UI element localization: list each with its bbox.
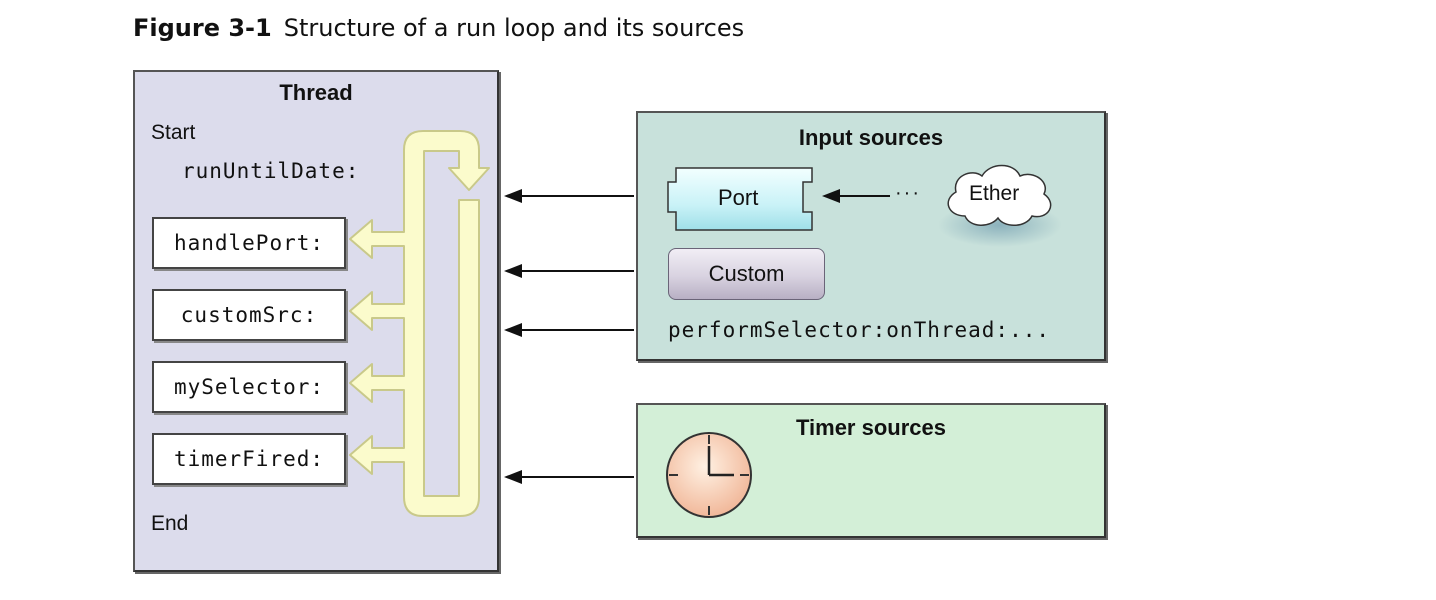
figure-number: Figure 3-1 [133,14,272,42]
figure-title: Structure of a run loop and its sources [283,14,745,42]
run-loop-arrow [349,130,490,517]
handler-handle-port: handlePort: [152,217,346,269]
figure-caption: Figure 3-1 Structure of a run loop and it… [133,14,744,42]
custom-source: Custom [668,248,825,300]
clock-icon [666,432,752,518]
arrowhead-timer [504,470,522,484]
port-label: Port [718,185,759,210]
ether-to-port-arrowhead [822,189,840,203]
arrowhead-selector [504,323,522,337]
ether-label: Ether [969,182,1020,205]
arrowhead-custom [504,264,522,278]
start-label: Start [151,121,196,144]
end-label: End [151,512,189,535]
ether-dots: ··· [895,182,921,204]
perform-selector-label: performSelector:onThread:... [668,318,1051,342]
thread-title: Thread [279,80,353,105]
handler-custom-src: customSrc: [152,289,346,341]
arrowhead-port [504,189,522,203]
port-shape [667,167,813,231]
handler-timer-fired: timerFired: [152,433,346,485]
handler-my-selector: mySelector: [152,361,346,413]
timer-sources-title: Timer sources [795,415,946,440]
run-until-date-label: runUntilDate: [182,159,360,183]
ether-cloud-icon [947,164,1052,226]
source-connectors [504,189,634,484]
input-sources-title: Input sources [798,125,944,150]
